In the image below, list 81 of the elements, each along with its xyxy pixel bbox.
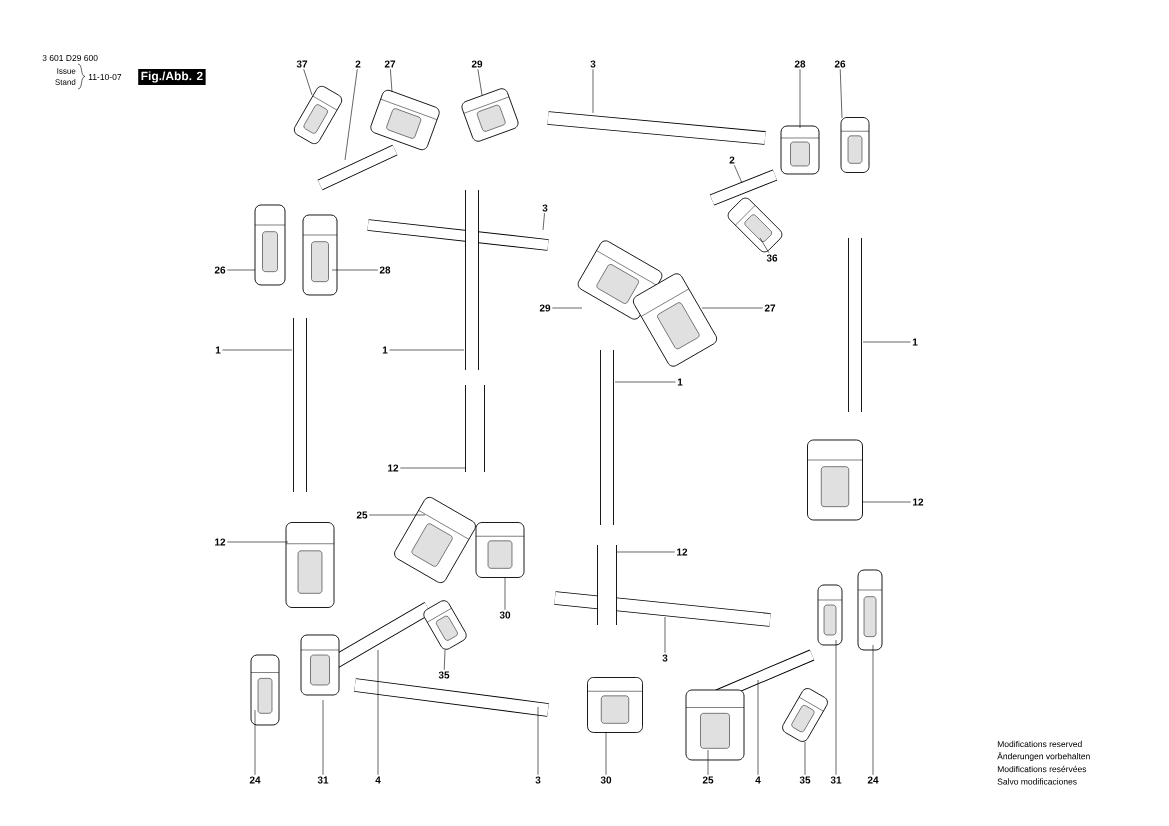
leader-line [701,307,764,309]
leader-line [835,639,837,776]
callout-number: 28 [794,60,806,68]
callout-number: 3 [535,776,541,784]
callout-number: 12 [913,498,924,506]
leader-line [226,541,289,543]
leader-line [477,68,483,96]
figure-label: Fig./Abb. 2 [138,68,206,86]
leader-line [861,501,912,503]
callout-number: 1 [912,338,918,346]
leader-line [614,381,676,383]
callout-number: 37 [296,60,308,68]
leader-line [226,269,256,271]
leader-line [368,514,426,516]
callout-number: 29 [471,60,483,68]
note-text: Modifications reserved [997,740,1082,748]
callout-number: 25 [702,776,714,784]
leader-line [331,269,379,271]
leader-line [616,551,676,553]
leader-line [605,731,607,776]
note-text: Änderungen vorbehalten [997,752,1090,761]
callout-number: 2 [355,60,361,68]
leader-line [303,68,313,96]
callout-number: 35 [799,776,811,784]
issue-label: Issue [57,68,76,74]
callout-number: 3 [590,60,596,68]
callout-number: 12 [677,548,688,556]
leader-line [254,709,256,776]
callout-number: 26 [214,266,226,274]
leader-line [839,68,843,119]
date-label: 11-10-07 [88,74,122,80]
leader-line [799,68,801,129]
part-number: 3 601 D29 600 [42,55,98,61]
callout-number: 29 [539,304,551,312]
leader-line [344,68,358,161]
callout-number: 25 [356,511,368,519]
leader-line [733,164,743,184]
callout-number: 35 [438,671,450,679]
leader-line [390,68,393,93]
leader-line [222,349,293,351]
leader-line [551,307,583,309]
leader-line [804,741,806,776]
callout-number: 4 [755,776,761,784]
callout-number: 12 [215,538,226,546]
callout-number: 30 [499,611,511,619]
callout-number: 4 [375,776,381,784]
callout-number: 24 [249,776,261,784]
leader-line [862,341,911,343]
stand-label: Stand [55,79,76,85]
callout-number: 28 [379,266,391,274]
callout-number: 3 [542,204,548,212]
leader-line [707,749,709,776]
leader-line [759,237,770,254]
callout-number: 1 [215,346,221,354]
note-text: Salvo modificaciones [997,778,1077,785]
callout-number: 3 [662,654,668,662]
leader-line [443,649,446,671]
leader-line [377,649,379,776]
leader-line [389,349,465,351]
callout-number: 1 [677,378,683,386]
note-text: Modifications resérvées [997,765,1087,773]
leader-line [542,212,545,231]
callout-number: 27 [384,60,396,68]
leader-line [322,699,324,776]
callout-number: 2 [729,156,735,164]
leader-line [757,679,759,776]
callout-number: 31 [830,776,842,784]
callout-number: 31 [317,776,329,784]
callout-number: 26 [834,60,846,68]
leader-line [504,577,506,611]
callout-number: 30 [600,776,612,784]
callout-number: 27 [764,304,776,312]
leader-line [872,644,874,776]
callout-number: 36 [766,254,778,262]
leader-line [537,706,539,776]
callout-number: 24 [867,776,879,784]
callout-number: 12 [388,464,399,472]
leader-line [399,467,467,469]
leader-line [664,616,666,654]
callout-number: 1 [382,346,388,354]
leader-line [592,68,594,114]
